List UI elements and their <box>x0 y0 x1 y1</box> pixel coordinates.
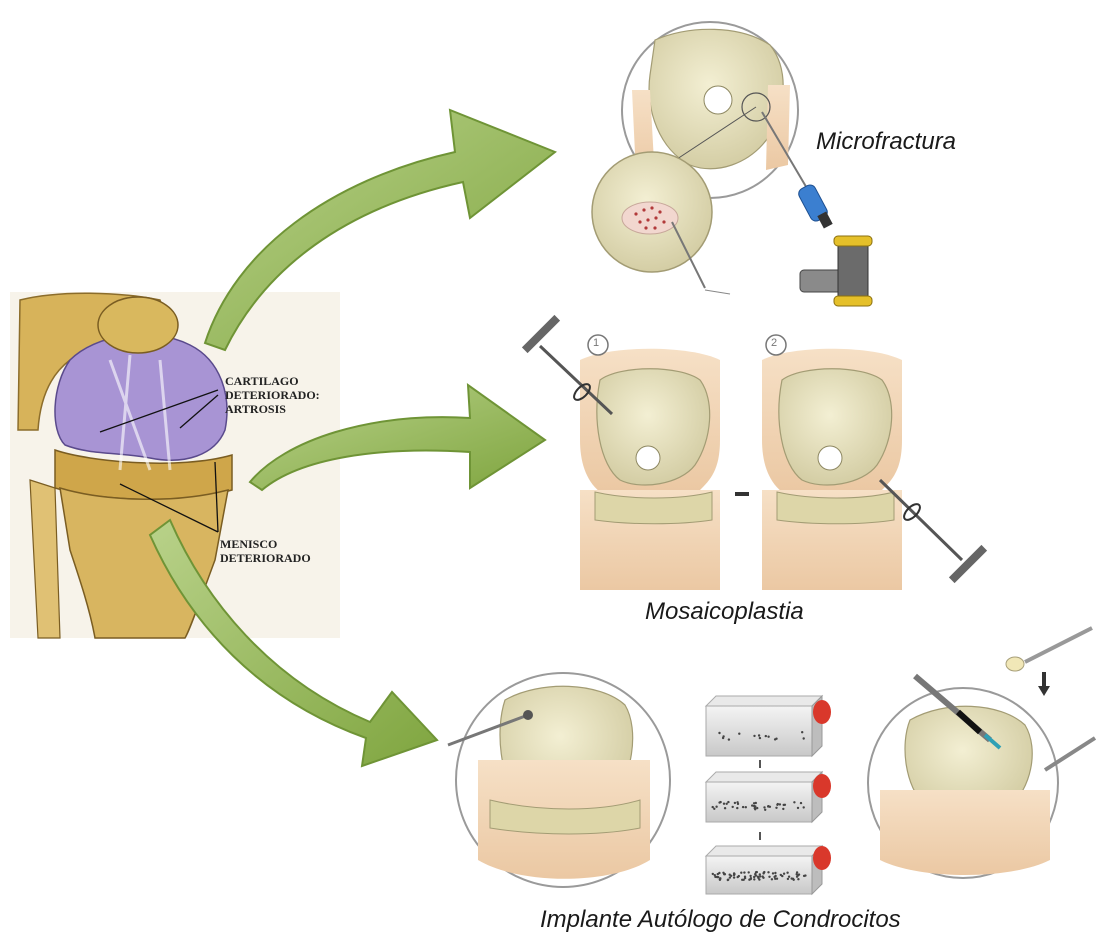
cell-dot <box>715 806 717 808</box>
cell-dot <box>796 871 798 873</box>
cell-dot <box>767 805 769 807</box>
cell-dot <box>772 872 774 874</box>
cell-dot <box>759 737 761 739</box>
cell-dot <box>745 806 747 808</box>
cell-dot <box>797 878 799 880</box>
cell-dot <box>767 736 769 738</box>
cell-dot <box>763 871 765 873</box>
cell-dot <box>726 803 728 805</box>
cell-dot <box>791 877 793 879</box>
cell-dot <box>714 876 716 878</box>
cell-dot <box>755 802 757 804</box>
cell-dot <box>736 807 738 809</box>
cell-dot <box>803 875 805 877</box>
cell-dot <box>732 806 734 808</box>
cell-dot <box>754 805 756 807</box>
cell-dot <box>718 732 720 734</box>
cell-dot <box>797 874 799 876</box>
cell-dot <box>727 879 729 881</box>
cell-dot <box>763 806 765 808</box>
cell-dot <box>728 738 730 740</box>
cell-dot <box>733 874 735 876</box>
culture-box-3 <box>706 846 831 894</box>
cell-dot <box>717 873 719 875</box>
cell-dot <box>719 877 721 879</box>
cell-dot <box>744 877 746 879</box>
cell-dot <box>800 802 802 804</box>
culture-boxes <box>706 696 831 894</box>
cell-dot <box>756 871 758 873</box>
cell-dot <box>783 804 785 806</box>
cell-dot <box>742 806 744 808</box>
mosaicoplastia-step-2-knee <box>762 335 987 590</box>
mosaicoplastia-step-1-knee <box>522 315 720 590</box>
cell-dot <box>734 802 736 804</box>
cell-dot <box>737 876 739 878</box>
mosaicoplastia-step-2-label: 2 <box>771 337 777 349</box>
microfractura-caption: Microfractura <box>816 128 956 156</box>
cell-dot <box>803 806 805 808</box>
cell-dot <box>729 874 731 876</box>
cell-dot <box>753 878 755 880</box>
cell-dot <box>793 801 795 803</box>
cell-dot <box>743 871 745 873</box>
cell-dot <box>736 801 738 803</box>
cell-dot <box>733 876 735 878</box>
cell-dot <box>748 879 750 881</box>
cell-dot <box>738 733 740 735</box>
implante-caption: Implante Autólogo de Condrocitos <box>540 906 901 934</box>
cell-dot <box>758 734 760 736</box>
cell-dot <box>779 803 781 805</box>
cell-dot <box>797 807 799 809</box>
cell-dot <box>775 807 777 809</box>
cell-dot <box>759 873 761 875</box>
cell-dot <box>757 877 759 879</box>
menisco-label: MENISCO DETERIORADO <box>220 537 311 565</box>
cell-dot <box>723 803 725 805</box>
cell-dot <box>801 731 803 733</box>
cell-dot <box>753 735 755 737</box>
implante-harvest-knee <box>448 673 670 887</box>
mosaicoplastia-caption: Mosaicoplastia <box>645 598 804 626</box>
microfractura-illustration <box>592 22 872 306</box>
cell-dot <box>722 735 724 737</box>
mosaicoplastia-step-1-label: 1 <box>593 337 599 349</box>
cell-dot <box>781 875 783 877</box>
cell-dot <box>783 873 785 875</box>
cell-dot <box>740 872 742 874</box>
cell-dot <box>793 879 795 881</box>
cell-dot <box>724 873 726 875</box>
implante-illustration <box>448 628 1095 894</box>
cell-dot <box>727 801 729 803</box>
cell-dot <box>762 877 764 879</box>
culture-box-1 <box>706 696 831 756</box>
implante-injection-knee <box>868 628 1095 878</box>
cell-dot <box>765 735 767 737</box>
cell-dot <box>713 808 715 810</box>
cell-dot <box>755 874 757 876</box>
cell-dot <box>775 738 777 740</box>
cell-dot <box>756 807 758 809</box>
cell-dot <box>777 803 779 805</box>
cell-dot <box>748 871 750 873</box>
culture-box-2 <box>706 772 831 822</box>
cell-dot <box>782 808 784 810</box>
cell-dot <box>768 876 770 878</box>
cell-dot <box>749 875 751 877</box>
cell-dot <box>776 878 778 880</box>
cell-dot <box>788 876 790 878</box>
cell-dot <box>786 872 788 874</box>
cell-dot <box>764 809 766 811</box>
mosaicoplastia-illustration <box>522 315 987 590</box>
cell-dot <box>771 878 773 880</box>
cartilago-label: CARTILAGO DETERIORADO: ARTROSIS <box>225 374 320 416</box>
cell-dot <box>803 737 805 739</box>
cell-dot <box>787 878 789 880</box>
cell-dot <box>712 873 714 875</box>
cell-dot <box>774 872 776 874</box>
cell-dot <box>754 808 756 810</box>
cell-dot <box>719 801 721 803</box>
cell-dot <box>724 807 726 809</box>
cell-dot <box>767 871 769 873</box>
